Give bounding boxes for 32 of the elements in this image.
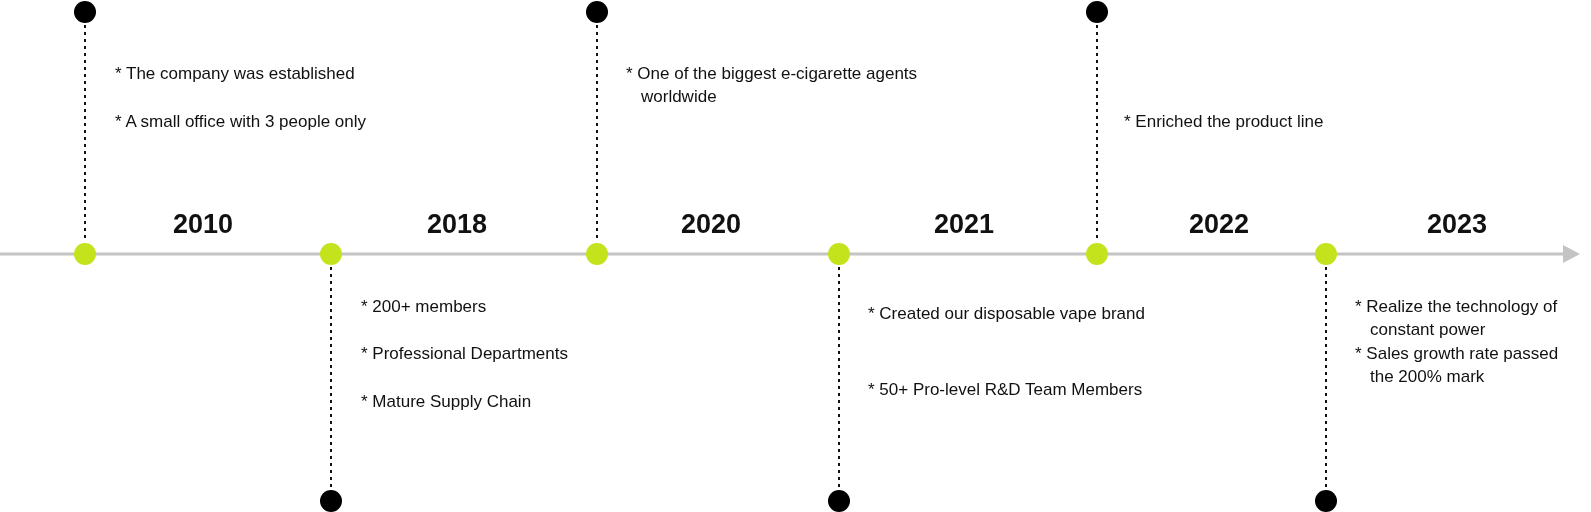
timeline-dot xyxy=(1086,1,1108,23)
year-label: 2018 xyxy=(425,208,489,240)
timeline-dot xyxy=(1315,243,1337,265)
dotted-connector xyxy=(1325,266,1327,489)
year-label: 2021 xyxy=(932,208,996,240)
timeline-dot xyxy=(1086,243,1108,265)
milestone-note: * Created our disposable vape brand xyxy=(868,303,1145,325)
milestone-note: * Professional Departments xyxy=(361,343,568,365)
timeline-dot xyxy=(586,1,608,23)
timeline-dot xyxy=(320,490,342,512)
year-label: 2023 xyxy=(1425,208,1489,240)
dotted-connector xyxy=(838,266,840,489)
timeline-dot xyxy=(828,243,850,265)
milestone-note: * Realize the technology of constant power xyxy=(1355,296,1559,341)
milestone-note: * Enriched the product line xyxy=(1124,111,1324,133)
milestone-note: * 50+ Pro-level R&D Team Members xyxy=(868,379,1143,401)
timeline-dot xyxy=(586,243,608,265)
milestone-note: * The company was established xyxy=(115,63,355,85)
milestone-note: * One of the biggest e-cigarette agents worldwide xyxy=(626,63,919,108)
year-label: 2022 xyxy=(1187,208,1251,240)
timeline-dot xyxy=(74,243,96,265)
timeline-dot xyxy=(828,490,850,512)
milestone-note: * A small office with 3 people only xyxy=(115,111,367,133)
timeline-dot xyxy=(1315,490,1337,512)
dotted-connector xyxy=(330,266,332,489)
milestone-note: * Mature Supply Chain xyxy=(361,391,532,413)
timeline-dot xyxy=(320,243,342,265)
timeline-dot xyxy=(74,1,96,23)
year-label: 2020 xyxy=(679,208,743,240)
milestone-note: * Sales growth rate passed the 200% mark xyxy=(1355,343,1560,388)
year-label: 2010 xyxy=(171,208,235,240)
milestone-note: * 200+ members xyxy=(361,296,487,318)
